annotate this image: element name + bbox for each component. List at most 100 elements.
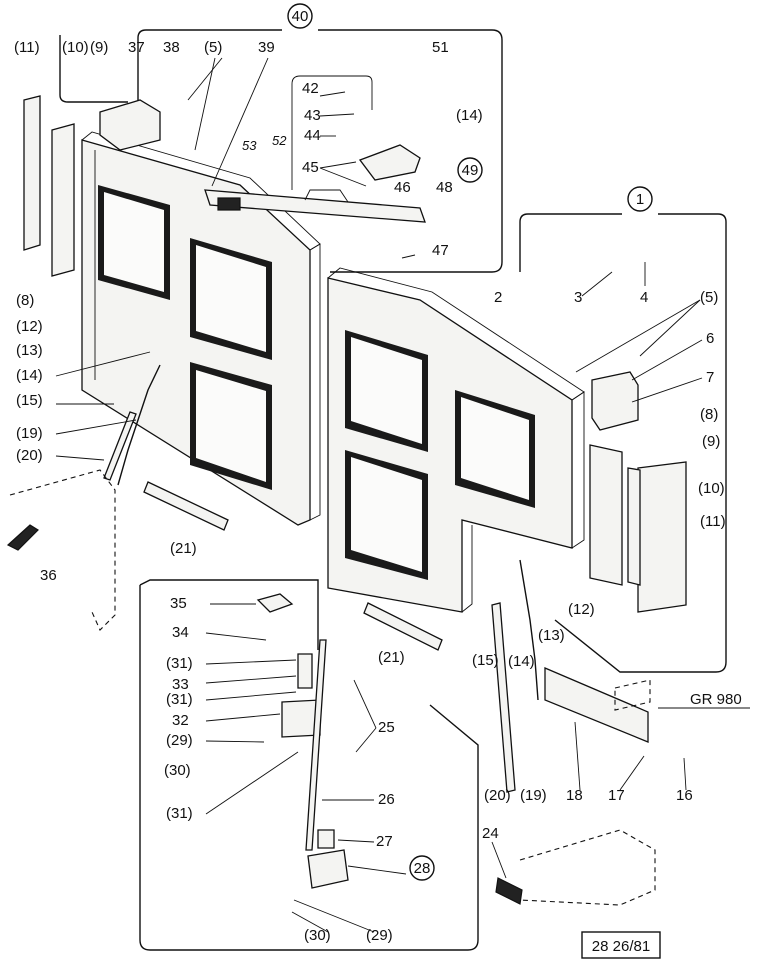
label-31-c: (31) — [166, 805, 193, 822]
label-20-right: (20) — [484, 787, 511, 804]
callout-28: 28 — [409, 855, 435, 881]
hinge-plate-8-right — [589, 444, 623, 586]
clip-36 — [6, 524, 39, 551]
group-1-boundary — [519, 213, 727, 673]
bracket-18 — [544, 667, 649, 743]
label-24: 24 — [482, 825, 499, 842]
callout-40: 40 — [287, 3, 313, 29]
chain-19-right — [519, 559, 539, 701]
label-7: 7 — [706, 369, 714, 386]
label-15-right: (15) — [472, 652, 499, 669]
label-15-left: (15) — [16, 392, 43, 409]
label-12-right: (12) — [568, 601, 595, 618]
rod-26 — [305, 639, 327, 851]
label-21-left: (21) — [170, 540, 197, 557]
label-38: 38 — [163, 39, 180, 56]
seal-strip-21-right — [363, 602, 443, 651]
label-13-right: (13) — [538, 627, 565, 644]
right-door-window-upper-right — [455, 390, 535, 508]
label-14-top: (14) — [456, 107, 483, 124]
spring-33 — [297, 653, 313, 689]
group-49-boundary — [291, 75, 373, 190]
label-26: 26 — [378, 791, 395, 808]
label-20-left: (20) — [16, 447, 43, 464]
label-36: 36 — [40, 567, 57, 584]
label-37: 37 — [128, 39, 145, 56]
label-16: 16 — [676, 787, 693, 804]
label-5-top: (5) — [204, 39, 222, 56]
label-42: 42 — [302, 80, 319, 97]
label-29-a: (29) — [166, 732, 193, 749]
label-6: 6 — [706, 330, 714, 347]
callout-49: 49 — [457, 157, 483, 183]
label-30-b: (30) — [304, 927, 331, 944]
label-33: 33 — [172, 676, 189, 693]
label-43: 43 — [304, 107, 321, 124]
hinge-plate-11-right — [627, 461, 687, 613]
label-32: 32 — [172, 712, 189, 729]
rod-20-left — [103, 411, 137, 481]
label-34: 34 — [172, 624, 189, 641]
label-5-right: (5) — [700, 289, 718, 306]
label-48: 48 — [436, 179, 453, 196]
hinge-plate-8-left — [51, 123, 75, 277]
label-47: 47 — [432, 242, 449, 259]
bushing-27 — [317, 829, 335, 849]
right-door-panel — [327, 267, 585, 613]
label-2: 2 — [494, 289, 502, 306]
label-14-right: (14) — [508, 653, 535, 670]
hinge-plate-11-left — [23, 95, 41, 251]
callout-28-text: 28 — [414, 860, 431, 877]
label-gr980: GR 980 — [690, 691, 742, 708]
label-31-a: (31) — [166, 655, 193, 672]
callout-1-text: 1 — [636, 191, 644, 208]
label-25: 25 — [378, 719, 395, 736]
label-11-right: (11) — [700, 513, 726, 530]
label-31-b: (31) — [166, 691, 193, 708]
label-53: 53 — [242, 138, 257, 153]
label-14-left: (14) — [16, 367, 43, 384]
label-30-a: (30) — [164, 762, 191, 779]
left-door-window-lower — [190, 362, 272, 490]
latch-48 — [358, 144, 421, 181]
label-9-right: (9) — [702, 433, 720, 450]
label-10-left: (10) — [62, 39, 89, 56]
label-11-left: (11) — [14, 39, 40, 56]
rod-20-right — [491, 602, 516, 793]
callout-49-text: 49 — [462, 162, 479, 179]
label-4: 4 — [640, 289, 648, 306]
label-46: 46 — [394, 179, 411, 196]
chain-19-left — [117, 364, 161, 486]
label-13-left: (13) — [16, 342, 43, 359]
group-40-boundary — [59, 29, 503, 273]
part-labels: (11) (10) (9) 37 38 (5) 39 51 42 43 44 (… — [14, 39, 742, 944]
bracket-28 — [307, 849, 349, 889]
left-door-panel — [81, 131, 321, 526]
label-52: 52 — [272, 133, 287, 148]
callout-40-text: 40 — [292, 8, 309, 25]
label-29-b: (29) — [366, 927, 393, 944]
label-45: 45 — [302, 159, 319, 176]
label-18: 18 — [566, 787, 583, 804]
label-27: 27 — [376, 833, 393, 850]
label-35: 35 — [170, 595, 187, 612]
right-door-window-upper-left — [345, 330, 428, 452]
seal-strip-21-left — [143, 481, 229, 531]
label-9-left: (9) — [90, 39, 108, 56]
label-39: 39 — [258, 39, 275, 56]
label-12-left: (12) — [16, 318, 43, 335]
ghost-outline-right — [519, 829, 656, 906]
label-44: 44 — [304, 127, 321, 144]
block-35 — [256, 593, 294, 613]
ghost-block-gr980 — [614, 679, 651, 711]
label-21-right: (21) — [378, 649, 405, 666]
label-19-left: (19) — [16, 425, 43, 442]
label-3: 3 — [574, 289, 582, 306]
right-door-window-lower — [345, 450, 428, 580]
ghost-outline-left — [9, 469, 116, 631]
clip-24 — [495, 877, 523, 905]
bracket-6 — [591, 371, 639, 431]
left-door-window-upper-left — [98, 185, 170, 300]
label-8-right: (8) — [700, 406, 718, 423]
